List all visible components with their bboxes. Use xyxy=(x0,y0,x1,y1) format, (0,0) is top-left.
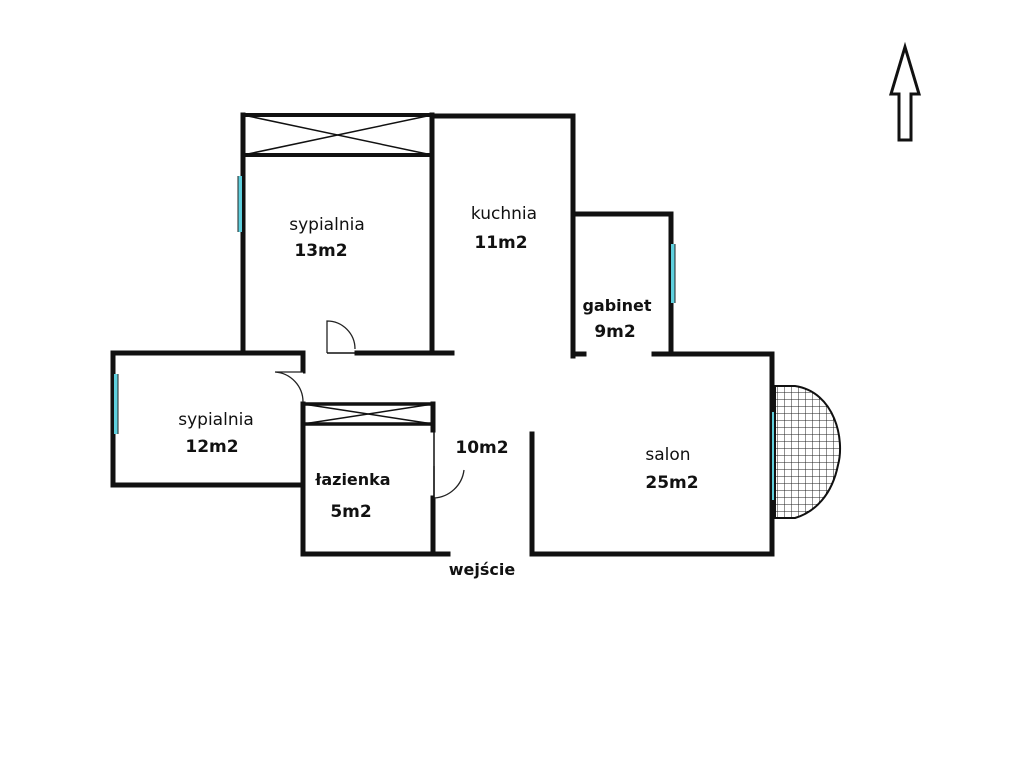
entrance-label: wejście xyxy=(449,560,516,579)
room-area-hall: 10m2 xyxy=(455,438,508,458)
room-name-study: gabinet xyxy=(582,296,651,315)
door-bedroom-top xyxy=(326,320,357,354)
room-area-bathroom: 5m2 xyxy=(330,502,371,522)
room-area-study: 9m2 xyxy=(594,322,635,342)
room-area-kitchen: 11m2 xyxy=(474,233,527,253)
door-bedroom-left xyxy=(274,371,304,403)
window-bedroom-left xyxy=(114,374,119,434)
doors xyxy=(274,320,465,499)
room-name-bedroom-left: sypialnia xyxy=(178,410,254,430)
room-name-bathroom: łazienka xyxy=(314,470,390,489)
north-arrow-icon xyxy=(888,41,922,142)
room-labels: sypialnia 13m2 kuchnia 11m2 gabinet 9m2 … xyxy=(178,204,698,579)
wardrobe-bathroom xyxy=(301,402,435,426)
room-name-living-room: salon xyxy=(645,445,690,465)
wardrobe-top xyxy=(241,113,434,157)
room-area-bedroom-left: 12m2 xyxy=(185,437,238,457)
window-bedroom-top xyxy=(237,176,242,232)
balcony xyxy=(774,385,842,519)
window-study xyxy=(671,244,676,303)
room-area-living-room: 25m2 xyxy=(645,473,698,493)
room-area-bedroom-top: 13m2 xyxy=(294,241,347,261)
door-bathroom xyxy=(433,430,465,499)
room-name-bedroom-top: sypialnia xyxy=(289,215,365,235)
room-name-kitchen: kuchnia xyxy=(471,204,537,224)
